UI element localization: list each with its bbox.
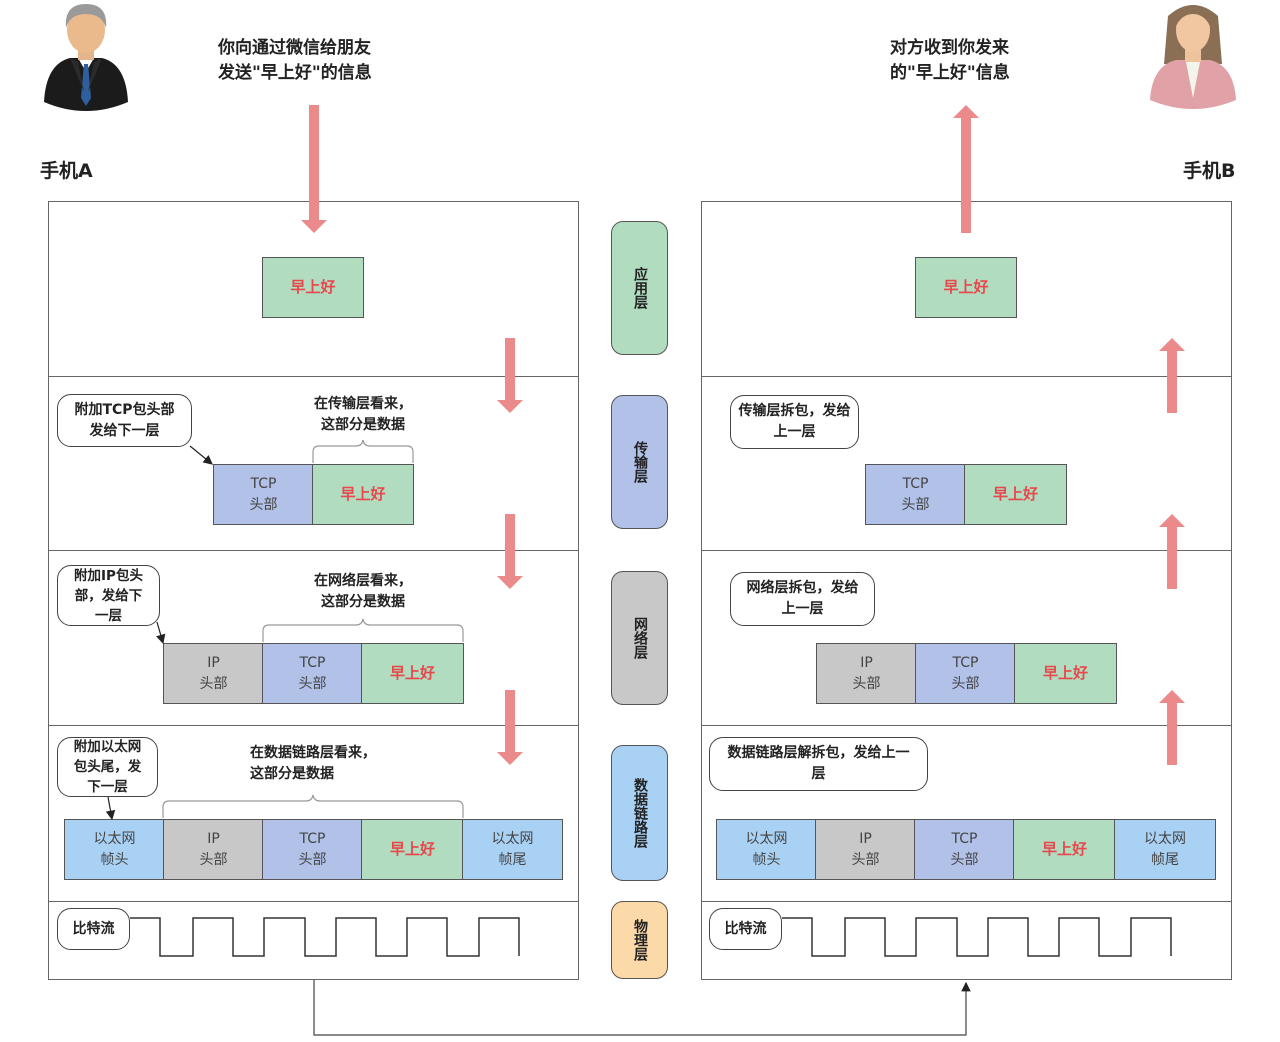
phone-b-bitstream-note: 比特流 bbox=[709, 908, 782, 950]
ip-header-cell: IP 头部 bbox=[163, 819, 264, 880]
layer-datalink: 数据链路层 bbox=[611, 745, 668, 881]
phone-a-transport-note: 附加TCP包头部 发给下一层 bbox=[57, 394, 192, 447]
eth-trailer-cell: 以太网 帧尾 bbox=[1114, 819, 1216, 880]
phone-a-divider bbox=[48, 376, 579, 377]
male-user-icon bbox=[44, 4, 128, 111]
phone-a-datalink-brace-caption: 在数据链路层看来， 这部分是数据 bbox=[250, 745, 376, 782]
ip-header-cell: IP 头部 bbox=[816, 643, 917, 704]
payload-cell: 早上好 bbox=[312, 464, 414, 525]
layer-label: 数据链路层 bbox=[632, 778, 648, 848]
phone-a-network-note: 附加IP包头 部，发给下 一层 bbox=[57, 565, 160, 626]
layer-physical: 物理层 bbox=[611, 901, 668, 979]
payload-cell: 早上好 bbox=[1013, 819, 1116, 880]
phone-b-divider bbox=[701, 550, 1232, 551]
phone-a-divider bbox=[48, 550, 579, 551]
layer-network: 网络层 bbox=[611, 571, 668, 705]
phone-b-transport-note: 传输层拆包，发给 上一层 bbox=[730, 395, 859, 449]
receiver-avatar bbox=[1148, 2, 1238, 114]
tcp-header-cell: TCP 头部 bbox=[915, 643, 1016, 704]
layer-label: 网络层 bbox=[632, 617, 648, 659]
phone-b-datalink-note: 数据链路层解拆包，发给上一 层 bbox=[709, 737, 928, 791]
payload-cell: 早上好 bbox=[1014, 643, 1117, 704]
transmission-link bbox=[313, 980, 971, 1036]
layer-application: 应用层 bbox=[611, 221, 668, 355]
ip-header-cell: IP 头部 bbox=[163, 643, 264, 704]
payload-cell: 早上好 bbox=[361, 819, 464, 880]
phone-b-divider bbox=[701, 376, 1232, 377]
sender-avatar bbox=[40, 2, 132, 114]
eth-header-cell: 以太网 帧头 bbox=[64, 819, 165, 880]
phone-b-divider bbox=[701, 725, 1232, 726]
payload-cell: 早上好 bbox=[361, 643, 464, 704]
phone-a-label: 手机A bbox=[40, 160, 93, 182]
tcp-header-cell: TCP 头部 bbox=[213, 464, 314, 525]
female-user-icon bbox=[1150, 5, 1236, 109]
phone-b-network-note: 网络层拆包，发给 上一层 bbox=[730, 572, 875, 626]
ip-header-cell: IP 头部 bbox=[815, 819, 916, 880]
payload-cell: 早上好 bbox=[915, 257, 1017, 318]
tcp-header-cell: TCP 头部 bbox=[865, 464, 966, 525]
layer-transport: 传输层 bbox=[611, 395, 668, 529]
layer-label: 物理层 bbox=[632, 919, 648, 961]
layer-label: 传输层 bbox=[632, 441, 648, 483]
phone-a-bitstream-note: 比特流 bbox=[57, 908, 130, 950]
phone-a-divider bbox=[48, 901, 579, 902]
layer-label: 应用层 bbox=[632, 267, 648, 309]
tcp-header-cell: TCP 头部 bbox=[914, 819, 1015, 880]
sender-caption: 你向通过微信给朋友 发送"早上好"的信息 bbox=[218, 38, 372, 83]
tcp-header-cell: TCP 头部 bbox=[262, 819, 363, 880]
phone-b-label: 手机B bbox=[1183, 160, 1236, 182]
phone-a-divider bbox=[48, 725, 579, 726]
phone-a-transport-brace-caption: 在传输层看来， 这部分是数据 bbox=[314, 396, 412, 433]
payload-cell: 早上好 bbox=[262, 257, 364, 318]
phone-a-datalink-note: 附加以太网 包头尾，发 下一层 bbox=[57, 737, 158, 797]
eth-header-cell: 以太网 帧头 bbox=[716, 819, 817, 880]
phone-b-divider bbox=[701, 901, 1232, 902]
tcp-header-cell: TCP 头部 bbox=[262, 643, 363, 704]
eth-trailer-cell: 以太网 帧尾 bbox=[462, 819, 563, 880]
payload-cell: 早上好 bbox=[964, 464, 1067, 525]
receiver-caption: 对方收到你发来 的"早上好"信息 bbox=[890, 38, 1010, 83]
phone-a-network-brace-caption: 在网络层看来， 这部分是数据 bbox=[314, 573, 412, 610]
